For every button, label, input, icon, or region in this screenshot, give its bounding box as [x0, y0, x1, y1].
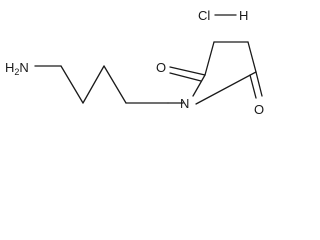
chain-bond-2	[60, 65, 84, 104]
oxygen-bottom-label: O	[254, 102, 264, 117]
chain-bond-3	[82, 65, 105, 104]
ring-bond-c2-c3	[204, 41, 215, 76]
amine-nitrogen: N	[19, 60, 28, 75]
hydrogen-label: H	[239, 8, 248, 23]
ring-nitrogen-label: N	[180, 96, 189, 111]
structure-canvas: Cl H H2N N O O	[0, 0, 277, 138]
chain-bond-4	[103, 65, 127, 104]
ring-bond-n-c2	[192, 74, 206, 97]
oxygen-top-label: O	[156, 60, 166, 75]
amine-label: H2N	[5, 60, 29, 77]
ring-bond-c5-n	[195, 71, 257, 105]
carbonyl-bond-bottom-a	[255, 71, 263, 97]
amine-subscript: 2	[14, 67, 19, 77]
chlorine-label: Cl	[198, 8, 210, 23]
carbonyl-bond-top-b	[169, 72, 202, 82]
carbonyl-bond-top-a	[169, 66, 206, 76]
chemical-structure: Cl H H2N N O O	[5, 8, 264, 117]
amine-hydrogen: H	[5, 60, 14, 75]
ring-bond-c4-c5	[247, 41, 257, 73]
carbonyl-bond-bottom-b	[249, 74, 257, 99]
